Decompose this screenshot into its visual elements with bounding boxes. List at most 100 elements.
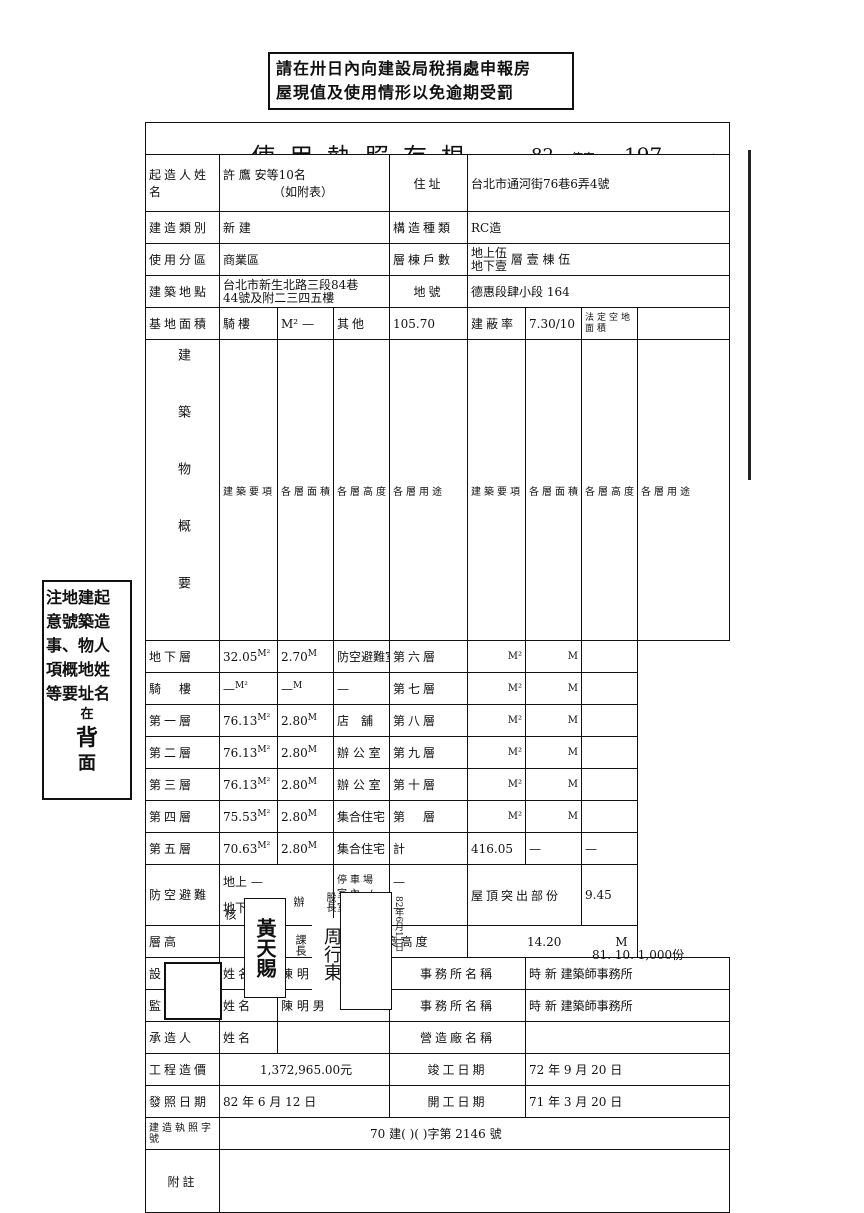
floor-name-right: 第 層 [389,800,468,833]
head-height-left: 各層高度 [333,339,390,641]
unit-label: M² [257,649,271,659]
head-item-right: 建築要項 [467,339,526,641]
unit-label: M² [257,809,271,819]
floor-name: 地下層 [145,640,220,673]
floor-use-right: — [581,832,638,865]
floor-name: 第一層 [145,704,220,737]
location-line-1: 台北市新生北路三段84巷 [223,277,359,292]
floor-use-value: 集合住宅 [337,842,386,856]
value-others: 105.70 [389,307,468,340]
value-roof: 9.45 [581,864,638,926]
floor-area-right: M² [467,640,526,673]
builder-note: （如附表） [273,185,334,199]
unit-label: M² [257,745,271,755]
floor-height: 2.80M [277,800,334,833]
note-line: 注地建起 [46,588,111,607]
signature-seal-1: 黃天賜 [244,898,286,998]
floor-name-value: 第二層 [149,746,195,760]
permit-year: 82 [531,145,554,154]
unit-label: M [567,683,578,694]
floor-area-value: 76.13 [223,778,258,792]
floor-area-value: 75.53 [223,810,258,824]
label-overview: 建築物概要 [145,339,220,641]
footer-print-info: 81. 10. 1,000份 [592,948,685,962]
label-designer-office: 事務所名稱 [389,957,526,990]
unit-label: M [567,715,578,726]
floor-height-value: — [281,682,293,696]
label-category: 建造類別 [145,211,220,244]
floor-area-right: M² [467,704,526,737]
unit-label: M [567,747,578,758]
floor-name: 第五層 [145,832,220,865]
floor-height-right: M [525,800,582,833]
page-title: 使用執照存根 [251,137,479,154]
unit-label: M² [507,747,522,758]
label-storey-height: 層高 [145,925,220,958]
floor-name-value: 第一層 [149,714,195,728]
arcade-value: — [301,316,314,331]
floor-name-value: 第四層 [149,810,195,824]
value-category: 新 建 [219,211,390,244]
floor-name: 第三層 [145,768,220,801]
note-line: 面 [78,753,96,774]
label-builder: 起造人姓名 [145,154,220,212]
parking-outdoor: — [393,901,405,915]
floor-height-right: M [525,672,582,705]
arcade-unit: M² [281,316,299,331]
floor-area: 75.53M² [219,800,278,833]
notice-line-2: 屋現值及使用情形以免逾期受罰 [276,83,515,102]
label-zone: 使用分區 [145,243,220,276]
label-address: 住址 [389,154,468,212]
floor-area: —M² [219,672,278,705]
value-start: 71 年 3 月 20 日 [524,1085,731,1118]
building-height-unit: M [615,934,628,949]
note-line: 項概地姓 [46,660,111,679]
floor-use-right [581,704,638,737]
vertical-date-stamp: 82年6月11日 [393,896,403,952]
unit-label: M [567,811,578,822]
note-stamp: 注地建起 意號築造 事、物人 項概地姓 等要址名 在 背 面 [42,580,132,800]
title-row: 使用執照存根 82 使字 197 號 [144,122,731,155]
floors-above: 地上伍 [471,245,508,260]
official-seal-right [340,892,392,1010]
floor-name-right: 第十層 [389,768,468,801]
floor-area-value: — [223,682,235,696]
chief-b-label: 股長 [324,892,335,912]
unit-label: M² [257,777,271,787]
note-line: 背 [75,725,98,751]
total-height: — [529,841,541,856]
value-structure: RC造 [466,211,731,244]
value-building-height: 14.20 M [467,925,638,958]
floor-area: 32.05M² [219,640,278,673]
floor-use: 店 舖 [333,704,390,737]
unit-label: M [307,777,317,787]
value-lot: 德惠段肆小段 164 [466,275,731,308]
value-floors: 地上伍 地下壹 層 壹 棟 伍 [466,243,731,276]
floor-height: 2.80M [277,704,334,737]
floor-area-right: M² [467,736,526,769]
floor-use: 集合住宅 [333,832,390,865]
floor-height: 2.70M [277,640,334,673]
location-line-2: 44號及附二三四五樓 [223,290,335,305]
permit-form: 使用執照存根 82 使字 197 號 起造人姓名 許 鷹 安等10名 （如附表）… [144,122,731,1213]
floor-area: 76.13M² [219,736,278,769]
floor-use-right [581,800,638,833]
note-line: 在 [80,707,94,722]
label-firm: 營造廠名稱 [389,1021,526,1054]
label-complete: 竣工日期 [389,1053,526,1086]
floor-use-right [581,768,638,801]
label-cost: 工程造價 [145,1053,220,1086]
floor-height-right: M [525,736,582,769]
floor-area-value: 76.13 [223,746,258,760]
permit-number: 197 [624,143,662,154]
floor-use-value: 集合住宅 [337,810,386,824]
value-contractor [277,1021,390,1054]
unit-label: M [307,841,317,851]
label-contractor-name: 姓名 [219,1021,278,1054]
unit-label: M² [257,713,271,723]
floor-use-value: 防空避難室 [337,650,389,664]
